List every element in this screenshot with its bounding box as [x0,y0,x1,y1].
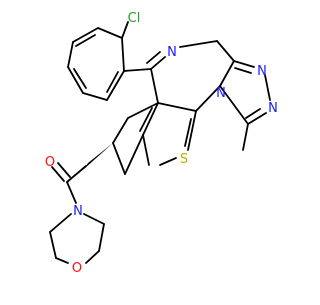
bond [55,257,69,264]
bond [219,60,235,87]
bond [112,142,126,175]
atom-label-triazole-nitrogen-top: N [257,64,267,79]
bond [67,41,74,68]
bond [66,165,87,183]
bond [97,27,123,39]
bond [66,181,77,204]
bond [184,118,192,147]
atom-label-azepine-nitrogen: N [167,45,177,60]
bond [139,107,153,132]
bond [49,231,57,259]
bond [67,66,84,94]
atom-label-chlorine: Cl [128,11,141,26]
bond [124,134,144,175]
molecule-svg: Cl N N N N S O N O [0,0,300,300]
bond [159,157,177,166]
atom-label-morpholine-nitrogen: N [73,204,83,219]
background [0,0,300,300]
atom-label-morpholine-oxygen: O [72,261,82,276]
wedge-bond [84,143,113,169]
bond [247,112,267,125]
bond [106,70,125,101]
bond [150,56,166,70]
bond [187,110,197,151]
bond [142,134,150,166]
bond [121,37,125,72]
bond [264,74,271,101]
bond [179,40,218,48]
bond [112,117,129,144]
bond [245,108,261,119]
bond [195,85,221,112]
atom-label-carbonyl-oxygen: O [45,155,55,170]
bond [83,213,105,225]
molecule-structure-diagram: Cl N N N N S O N O [0,0,300,300]
bond [82,92,108,101]
bond [146,51,161,64]
bond [219,85,249,125]
atom-label-thiophene-sulfur: S [180,152,188,167]
bond [72,27,99,43]
bond-methyl [242,123,249,151]
bond [123,68,152,72]
bond [234,67,252,74]
bond [233,60,255,68]
bond [49,213,72,233]
bond [85,250,100,264]
bond [157,102,197,112]
bond [75,34,96,47]
bond-carbonyl-double [51,166,65,182]
atom-label-triazole-nitrogen-right: N [268,101,278,116]
bond [127,102,159,119]
bond [216,40,235,62]
atom-label-triazole-nitrogen-bridge: N [216,86,226,101]
bond [150,68,159,104]
bond-lines [49,21,271,264]
bond-carbonyl-double [57,162,71,178]
bond [98,223,105,252]
bond-to-chlorine [121,21,129,39]
bond [73,68,87,89]
bond [106,71,119,93]
bond [142,102,159,136]
